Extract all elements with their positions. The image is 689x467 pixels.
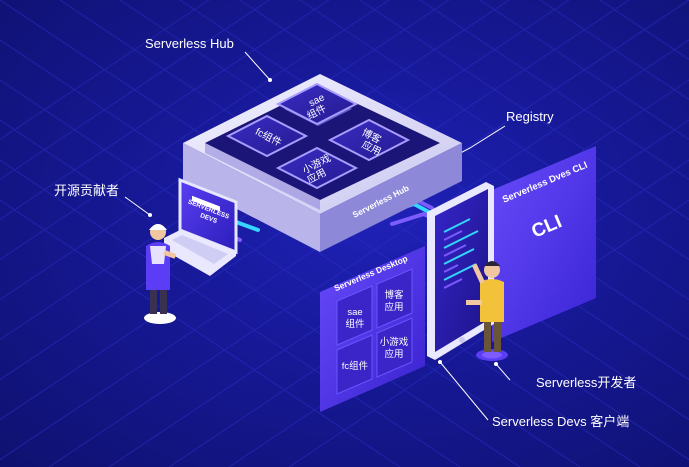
hub-tile-blog[interactable]: [327, 118, 411, 162]
callout-registry: Registry: [506, 109, 554, 124]
developer-figure: [466, 261, 508, 361]
laptop: [164, 177, 238, 276]
desktop-tile-fc-line1: fc组件: [342, 360, 369, 372]
desktop-tile-blog-line1: 博客: [384, 289, 404, 301]
hub-tile-sae[interactable]: [275, 82, 359, 126]
desktop-tile-game-line2: 应用: [384, 348, 403, 360]
callout-developer: Serverless开发者: [536, 375, 637, 390]
callout-contributor: 开源贡献者: [54, 183, 120, 198]
hub-tile-game[interactable]: [275, 146, 359, 190]
desktop-tile-game-line1: 小游戏: [380, 336, 409, 348]
desktop-tile-blog-line2: 应用: [384, 301, 403, 313]
hub-platform: [183, 74, 462, 252]
phone-code-lines: [443, 218, 479, 289]
hub-tile-fc[interactable]: [225, 114, 309, 158]
callout-client: Serverless Devs 客户端: [492, 414, 630, 429]
desktop-tile-sae-line1: sae: [347, 307, 362, 318]
desktop-tile-sae-line2: 组件: [345, 318, 365, 330]
desktop-panel[interactable]: [320, 246, 425, 412]
cli-panel[interactable]: [492, 146, 596, 342]
callout-serverless-hub: Serverless Hub: [145, 36, 234, 51]
contributor-figure: [144, 224, 177, 324]
